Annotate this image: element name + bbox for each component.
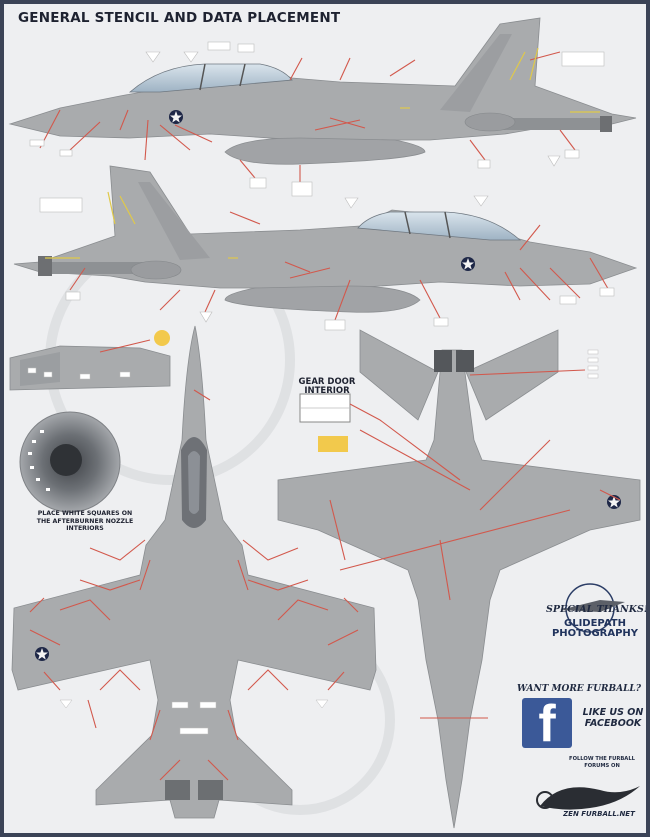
nozzle-note: PLACE WHITE SQUARES ON THE AFTERBURNER N… bbox=[36, 510, 134, 532]
sheet-title: GENERAL STENCIL AND DATA PLACEMENT bbox=[18, 10, 341, 26]
bottom-view bbox=[277, 329, 641, 829]
want-more-text: WANT MORE FURBALL? bbox=[516, 684, 642, 694]
facebook-letter: f bbox=[538, 695, 556, 753]
side-view-left-facing bbox=[8, 17, 637, 197]
glidepath-logo-icon bbox=[560, 583, 625, 633]
aircraft-drawings bbox=[8, 17, 641, 829]
like-us-text[interactable]: LIKE US ON FACEBOOK bbox=[582, 707, 644, 729]
side-view-right-facing bbox=[13, 165, 638, 331]
nozzle-detail bbox=[9, 330, 171, 513]
national-insignia-icon bbox=[169, 110, 183, 124]
top-view bbox=[11, 325, 377, 819]
special-thanks-text: SPECIAL THANKS! bbox=[546, 604, 648, 615]
furball-site-link[interactable]: ZEN FURBALL.NET bbox=[563, 810, 635, 818]
gear-door-detail bbox=[299, 393, 381, 452]
facebook-icon[interactable]: f bbox=[522, 696, 572, 752]
furball-logo-icon bbox=[536, 786, 640, 810]
gear-door-label: GEAR DOOR INTERIOR bbox=[298, 377, 356, 396]
follow-forums-text: FOLLOW THE FURBALL FORUMS ON bbox=[569, 756, 635, 769]
national-insignia-icon bbox=[461, 257, 475, 271]
glidepath-credit[interactable]: GLIDEPATH PHOTOGRAPHY bbox=[551, 618, 639, 639]
national-insignia-icon bbox=[35, 647, 49, 661]
